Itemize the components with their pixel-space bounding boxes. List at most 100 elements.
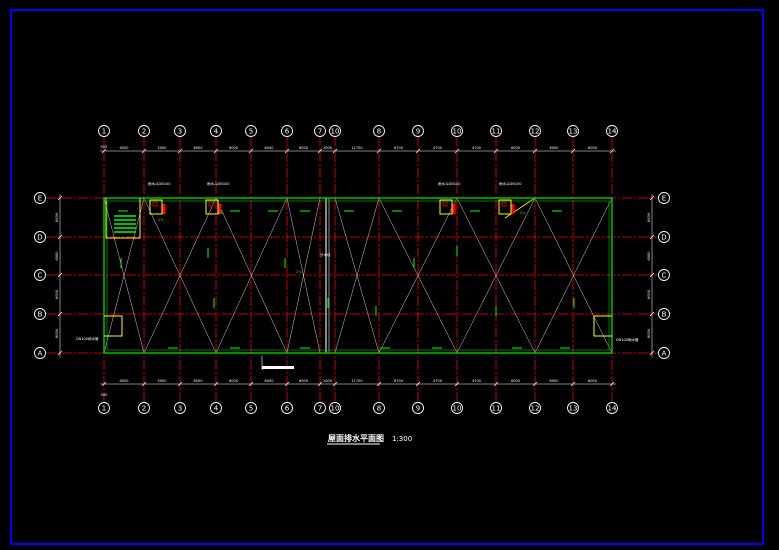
dim-bottom-tick-0 bbox=[101, 381, 107, 387]
axis-left-A-label: A bbox=[38, 350, 43, 358]
axis-right-E-label: E bbox=[662, 195, 666, 203]
dim-bottom-tick-2 bbox=[177, 381, 183, 387]
dim-left-label-1: 6000 bbox=[55, 252, 59, 261]
dim-bottom-label-6: 1000 bbox=[323, 379, 332, 383]
dim-bottom-tick-1 bbox=[141, 381, 147, 387]
dim-bottom-tick-12 bbox=[532, 381, 538, 387]
sheet-frame bbox=[10, 9, 764, 545]
dim-top-label-2: 6000 bbox=[194, 146, 203, 150]
dim-left-label-0: 6000 bbox=[55, 213, 59, 222]
dim-bottom-tick-9 bbox=[415, 381, 421, 387]
roof-hatch-4 bbox=[498, 199, 512, 215]
dim-bottom-label-2: 6000 bbox=[194, 379, 203, 383]
dim-top-label-0: 6000 bbox=[120, 146, 129, 150]
dim-bottom-label-8: 6700 bbox=[394, 379, 403, 383]
axis-left-A-circle bbox=[34, 347, 46, 359]
axis-top-9-circle bbox=[373, 125, 385, 137]
axis-bottom-3-label: 3 bbox=[178, 405, 182, 413]
axis-bottom-2-circle bbox=[138, 402, 150, 414]
axis-bottom-10-circle bbox=[412, 402, 424, 414]
dim-left-label-3: 6000 bbox=[55, 329, 59, 338]
axis-bottom-9-label: 8 bbox=[377, 405, 381, 413]
axis-bottom-8-label: 10 bbox=[331, 405, 340, 413]
dim-top-tick-7 bbox=[332, 148, 338, 154]
dim-top-tick-4 bbox=[248, 148, 254, 154]
axis-top-6-circle bbox=[281, 125, 293, 137]
axis-left-D-circle bbox=[34, 231, 46, 243]
axis-bottom-12-label: 11 bbox=[492, 405, 501, 413]
dim-bottom-label-4: 6000 bbox=[265, 379, 274, 383]
axis-bottom-5-circle bbox=[245, 402, 257, 414]
dim-top-label-8: 6700 bbox=[394, 146, 403, 150]
dim-top-tick-9 bbox=[415, 148, 421, 154]
dim-top-label-11: 6000 bbox=[511, 146, 520, 150]
dim-top-tick-3 bbox=[213, 148, 219, 154]
dim-right-label-2: 6000 bbox=[647, 290, 651, 299]
dim-top-label-1: 5000 bbox=[158, 146, 167, 150]
dim-top-tick-11 bbox=[493, 148, 499, 154]
slope-label-1: 2% bbox=[158, 218, 164, 222]
axis-right-D-circle bbox=[658, 231, 670, 243]
axis-right-C-label: C bbox=[662, 272, 667, 280]
axis-right-B-label: B bbox=[662, 311, 667, 319]
axis-bottom-13-label: 12 bbox=[531, 405, 540, 413]
axis-right-A-circle bbox=[658, 347, 670, 359]
rain-outlet-2 bbox=[208, 201, 214, 207]
roof-hatch-3 bbox=[439, 199, 453, 215]
axis-bottom-6-label: 6 bbox=[285, 405, 290, 413]
drawing-scale: 1:300 bbox=[392, 435, 412, 443]
axis-top-1-circle bbox=[98, 125, 110, 137]
roof-structure bbox=[103, 197, 613, 354]
building-outline bbox=[103, 197, 613, 354]
axis-left-B-label: B bbox=[38, 311, 43, 319]
ridge-line-b2 bbox=[215, 197, 288, 354]
stair-core-left bbox=[105, 198, 141, 239]
dim-bottom-tick-10 bbox=[454, 381, 460, 387]
dim-top-label-13: 6000 bbox=[588, 146, 597, 150]
roof-hatch-2 bbox=[205, 199, 219, 215]
dim-right-label-1: 6000 bbox=[647, 252, 651, 261]
dim-bottom-tick-8 bbox=[376, 381, 382, 387]
note-rain-outlet-3: 雨水斗DN100 bbox=[438, 181, 461, 186]
note-rain-outlet-2: 雨水斗DN100 bbox=[207, 181, 230, 186]
axis-bottom-14-circle bbox=[567, 402, 579, 414]
axis-bottom-3-circle bbox=[174, 402, 186, 414]
ridge-line-b3 bbox=[286, 197, 321, 354]
axis-top-5-label: 5 bbox=[249, 128, 253, 136]
axis-bottom-13-circle bbox=[529, 402, 541, 414]
ridge-line-b4 bbox=[334, 197, 380, 354]
ridge-line-b5 bbox=[378, 197, 458, 354]
axis-left-B-circle bbox=[34, 308, 46, 320]
axis-bottom-4-circle bbox=[210, 402, 222, 414]
roof-details bbox=[118, 199, 575, 370]
dim-right-tick-2 bbox=[649, 272, 655, 278]
scale-bar bbox=[262, 366, 294, 369]
dim-bottom-start-label: 500 bbox=[101, 393, 108, 397]
axis-bottom-7-label: 7 bbox=[318, 405, 322, 413]
dim-top-tick-2 bbox=[177, 148, 183, 154]
slope-label-4: 2% bbox=[520, 211, 526, 215]
dim-top-label-9: 4700 bbox=[433, 146, 442, 150]
axis-right-C-circle bbox=[658, 269, 670, 281]
dim-top-label-12: 6000 bbox=[550, 146, 559, 150]
ridge-line-b0 bbox=[103, 197, 145, 354]
axis-left-E-label: E bbox=[38, 195, 42, 203]
axis-right-B-circle bbox=[658, 308, 670, 320]
rain-outlet-4 bbox=[501, 201, 507, 207]
stair-core-bottom-left bbox=[104, 315, 123, 337]
axis-bottom-12-circle bbox=[490, 402, 502, 414]
axis-top-2-label: 2 bbox=[142, 128, 146, 136]
stair-core-bottom-right bbox=[593, 315, 612, 337]
axis-bottom-1-circle bbox=[98, 402, 110, 414]
dim-bottom-tick-5 bbox=[284, 381, 290, 387]
axis-top-7-label: 7 bbox=[318, 128, 322, 136]
axis-top-2-circle bbox=[138, 125, 150, 137]
axis-top-1-label: 1 bbox=[102, 128, 106, 136]
dim-bottom-label-3: 6000 bbox=[229, 379, 238, 383]
roof-hatch-1 bbox=[149, 199, 163, 215]
axis-right-D-label: D bbox=[661, 234, 666, 242]
axis-left-D-label: D bbox=[37, 234, 42, 242]
axis-top-11-label: 10 bbox=[453, 128, 462, 136]
axis-bottom-10-label: 9 bbox=[416, 405, 420, 413]
dim-bottom-label-9: 4700 bbox=[433, 379, 442, 383]
